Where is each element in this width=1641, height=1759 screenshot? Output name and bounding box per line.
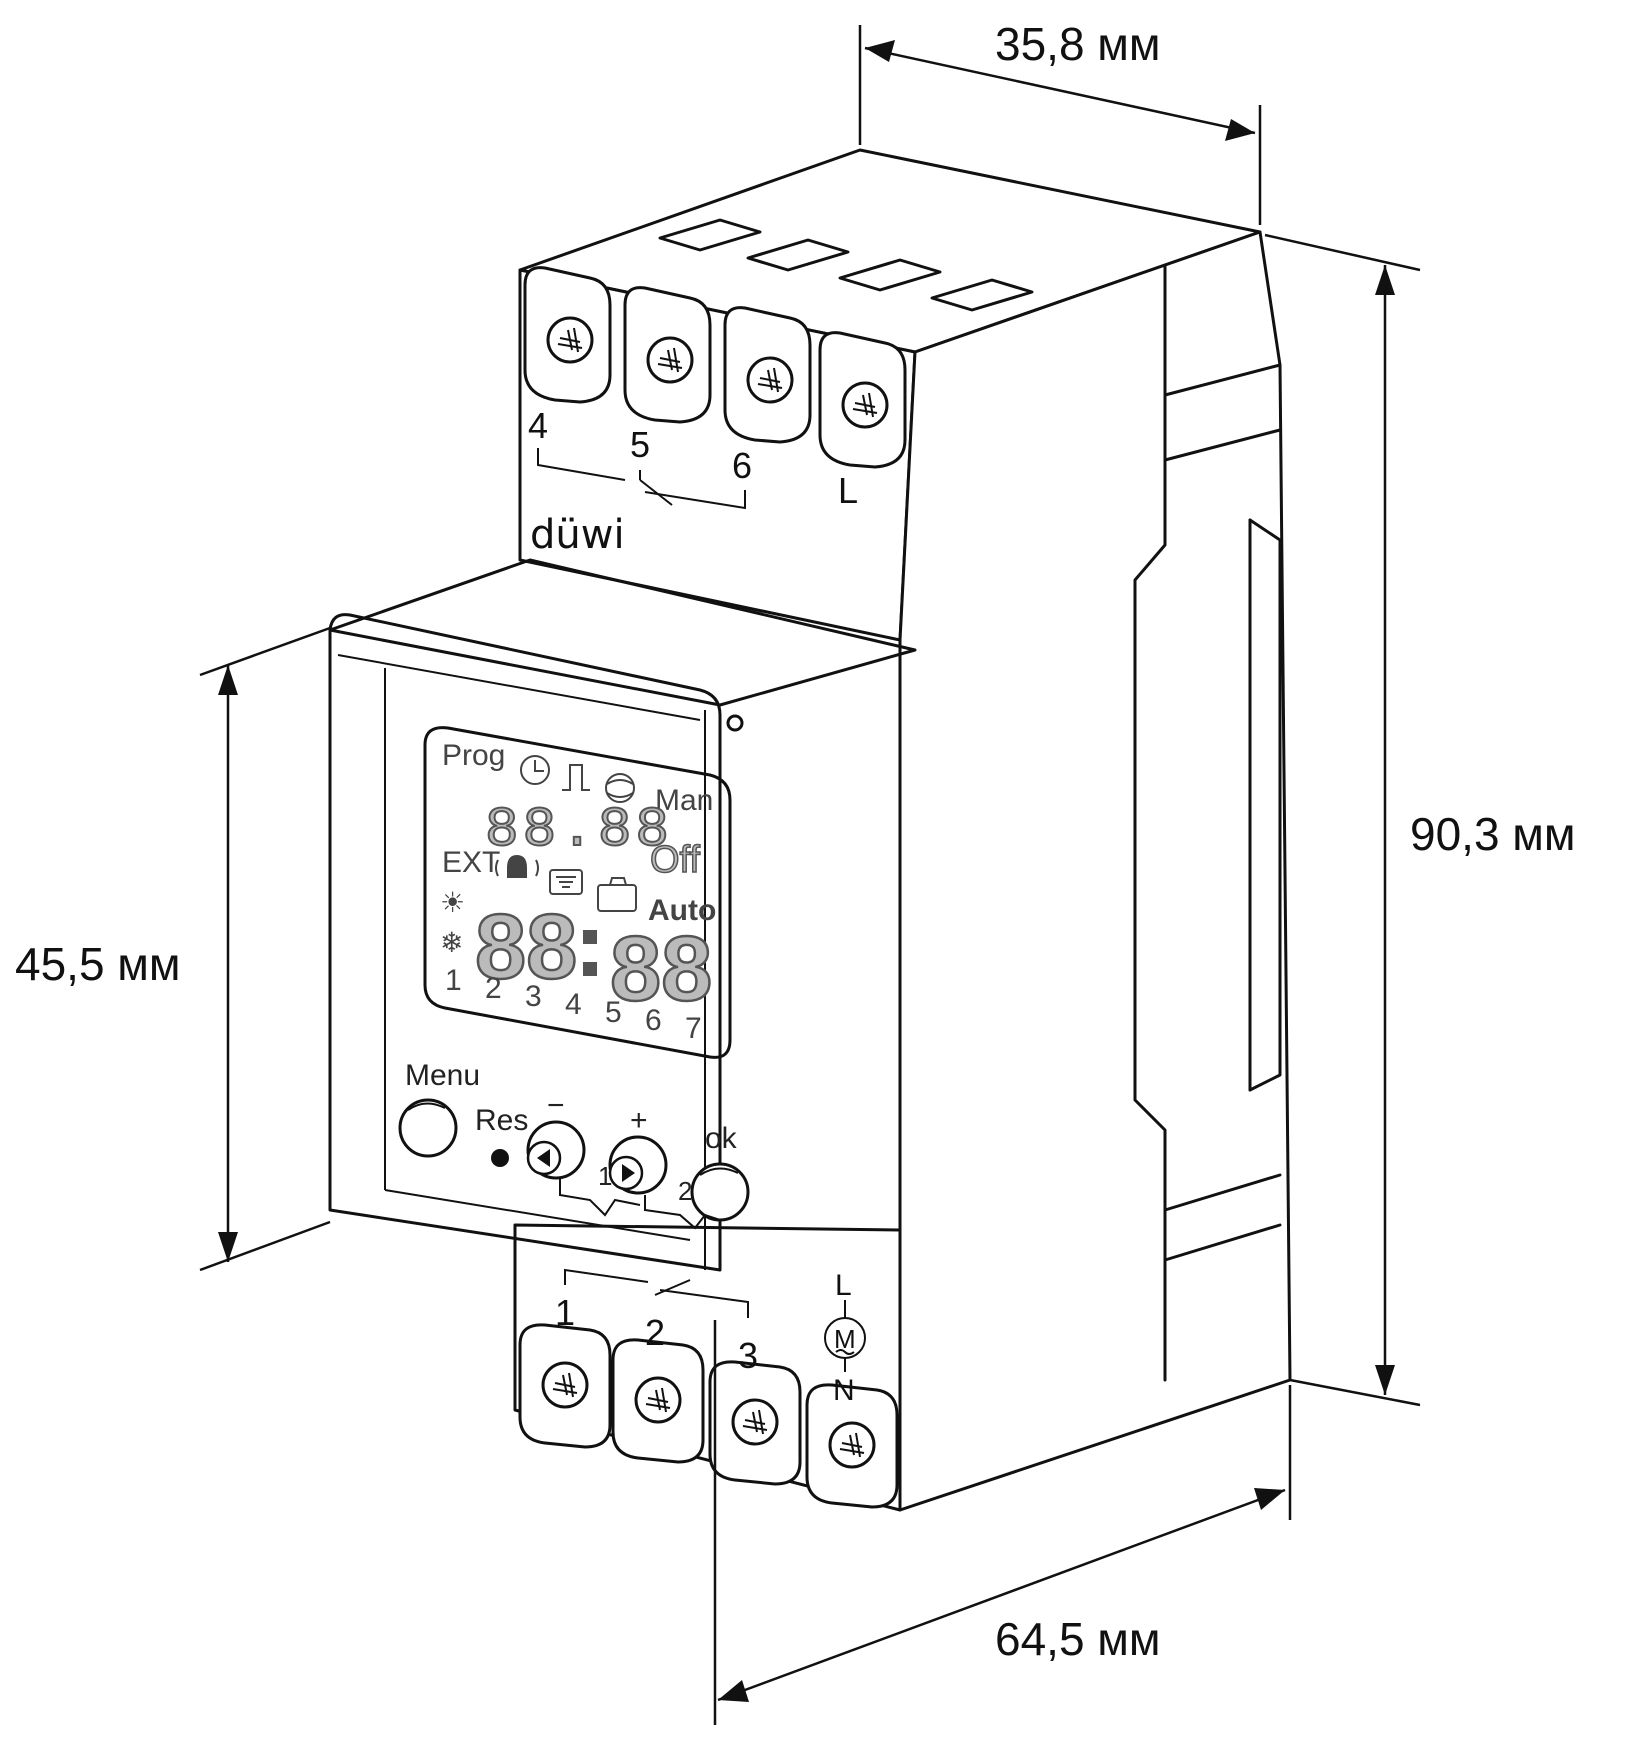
terminal-label-5: 5	[630, 424, 650, 465]
lcd-prog: Prog	[442, 739, 505, 772]
channel-2-contact	[644, 1195, 721, 1230]
top-vents	[658, 218, 1034, 312]
din-rail-profile	[1133, 263, 1282, 1382]
front-buttons: Menu Res − + 1 ok 2	[398, 1059, 750, 1230]
channel-1-label: 1	[598, 1161, 612, 1191]
res-label: Res	[475, 1104, 528, 1137]
lcd-day: 3	[525, 980, 542, 1013]
dim-depth-line	[717, 1488, 1286, 1702]
lcd-days: 1 2 3 4 5 6 7	[445, 964, 702, 1045]
lcd-day: 1	[445, 964, 462, 997]
ok-button[interactable]	[690, 1162, 750, 1222]
plus-label: +	[630, 1104, 648, 1137]
arrow-head	[1375, 1365, 1395, 1395]
dim-total-height-label: 90,3 мм	[1410, 808, 1576, 860]
contact-symbol-bottom	[564, 1268, 649, 1285]
dim-width-label: 35,8 мм	[995, 18, 1161, 70]
arrow-head	[1375, 265, 1395, 295]
seal-hole	[726, 714, 744, 732]
arrow-head	[218, 665, 238, 695]
channel-2-label: 2	[678, 1176, 692, 1206]
arrow-head	[218, 1232, 238, 1262]
remote-icon	[549, 869, 583, 895]
minus-left-button[interactable]	[526, 1120, 586, 1180]
lcd-ext: EXT	[442, 846, 500, 879]
dimension-labels: 35,8 мм 90,3 мм 45,5 мм 64,5 мм	[15, 18, 1576, 1665]
ok-label: ok	[705, 1122, 738, 1155]
reset-button[interactable]	[491, 1149, 509, 1167]
arrow-head	[1225, 119, 1255, 141]
front-panel	[328, 558, 917, 1272]
plus-right-button[interactable]	[608, 1135, 668, 1195]
dim-width-line	[864, 46, 1256, 135]
sun-icon: ☀	[440, 886, 465, 919]
motor-icon: M	[824, 1300, 866, 1372]
terminal-label-2: 2	[645, 1312, 665, 1353]
arrow-head	[865, 40, 895, 62]
terminal-label-1: 1	[555, 1292, 575, 1333]
top-terminal-labels: 4 5 6 L	[528, 405, 858, 511]
svg-text:M: M	[834, 1324, 856, 1354]
brand-logo: düwi	[530, 512, 625, 558]
lcd-day: 6	[645, 1004, 662, 1037]
lcd-display: Prog Man 88.88 Off EXT Auto ☀	[423, 726, 732, 1059]
arrow-head	[1254, 1488, 1285, 1510]
lcd-day: 5	[605, 996, 622, 1029]
dim-front-height-label: 45,5 мм	[15, 938, 181, 990]
dimension-lines	[199, 25, 1421, 1725]
top-terminals	[523, 266, 907, 469]
random-icon	[605, 773, 635, 803]
motor-label-N: N	[833, 1374, 855, 1407]
lcd-top-digits: 88.88	[485, 798, 673, 862]
lcd-auto: Auto	[648, 894, 716, 927]
holiday-icon	[597, 877, 637, 912]
bottom-terminals	[518, 1323, 899, 1509]
contact-symbol-top	[537, 448, 626, 481]
lcd-day: 2	[485, 972, 502, 1005]
terminal-label-6: 6	[732, 445, 752, 486]
lcd-off: Off	[650, 839, 700, 881]
motor-label-L: L	[835, 1269, 852, 1302]
terminal-label-4: 4	[528, 405, 548, 446]
pulse-icon	[562, 764, 590, 791]
lcd-colon	[583, 930, 597, 976]
terminal-label-L: L	[838, 470, 858, 511]
channel-1-contact	[559, 1178, 641, 1217]
lcd-day: 7	[685, 1012, 702, 1045]
snowflake-icon: ❄	[440, 926, 463, 959]
lcd-main-right: 88	[610, 918, 712, 1020]
arrow-head	[718, 1680, 749, 1702]
clock-icon	[520, 755, 550, 785]
menu-button[interactable]	[398, 1098, 458, 1158]
bottom-terminal-labels: 1 2 3 L M N	[555, 1268, 866, 1407]
bell-icon	[495, 855, 539, 878]
minus-label: −	[547, 1089, 565, 1122]
lcd-man: Man	[655, 784, 713, 817]
lcd-main-left: 88	[475, 896, 577, 998]
menu-label: Menu	[405, 1059, 480, 1092]
lcd-day: 4	[565, 988, 582, 1021]
terminal-label-3: 3	[738, 1335, 758, 1376]
device-body	[513, 148, 1292, 1512]
dim-depth-label: 64,5 мм	[995, 1613, 1161, 1665]
